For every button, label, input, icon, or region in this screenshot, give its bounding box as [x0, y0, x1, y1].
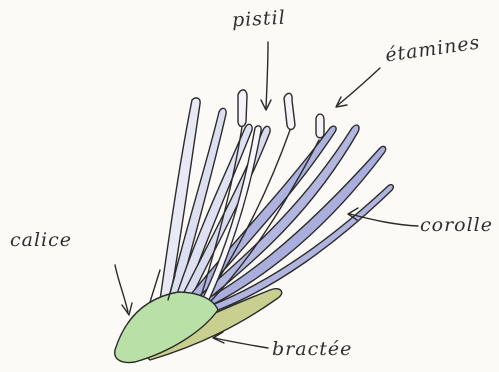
stamen-anther: [284, 93, 295, 129]
label-pistil: pistil: [231, 7, 286, 32]
label-bractee: bractée: [272, 338, 352, 360]
stamen-anther: [316, 114, 324, 138]
stamen-anther: [238, 90, 247, 127]
label-calice: calice: [10, 229, 72, 251]
arrow-etamines: [338, 68, 380, 105]
label-corolle: corolle: [420, 214, 493, 236]
arrow-pistil: [266, 42, 268, 108]
